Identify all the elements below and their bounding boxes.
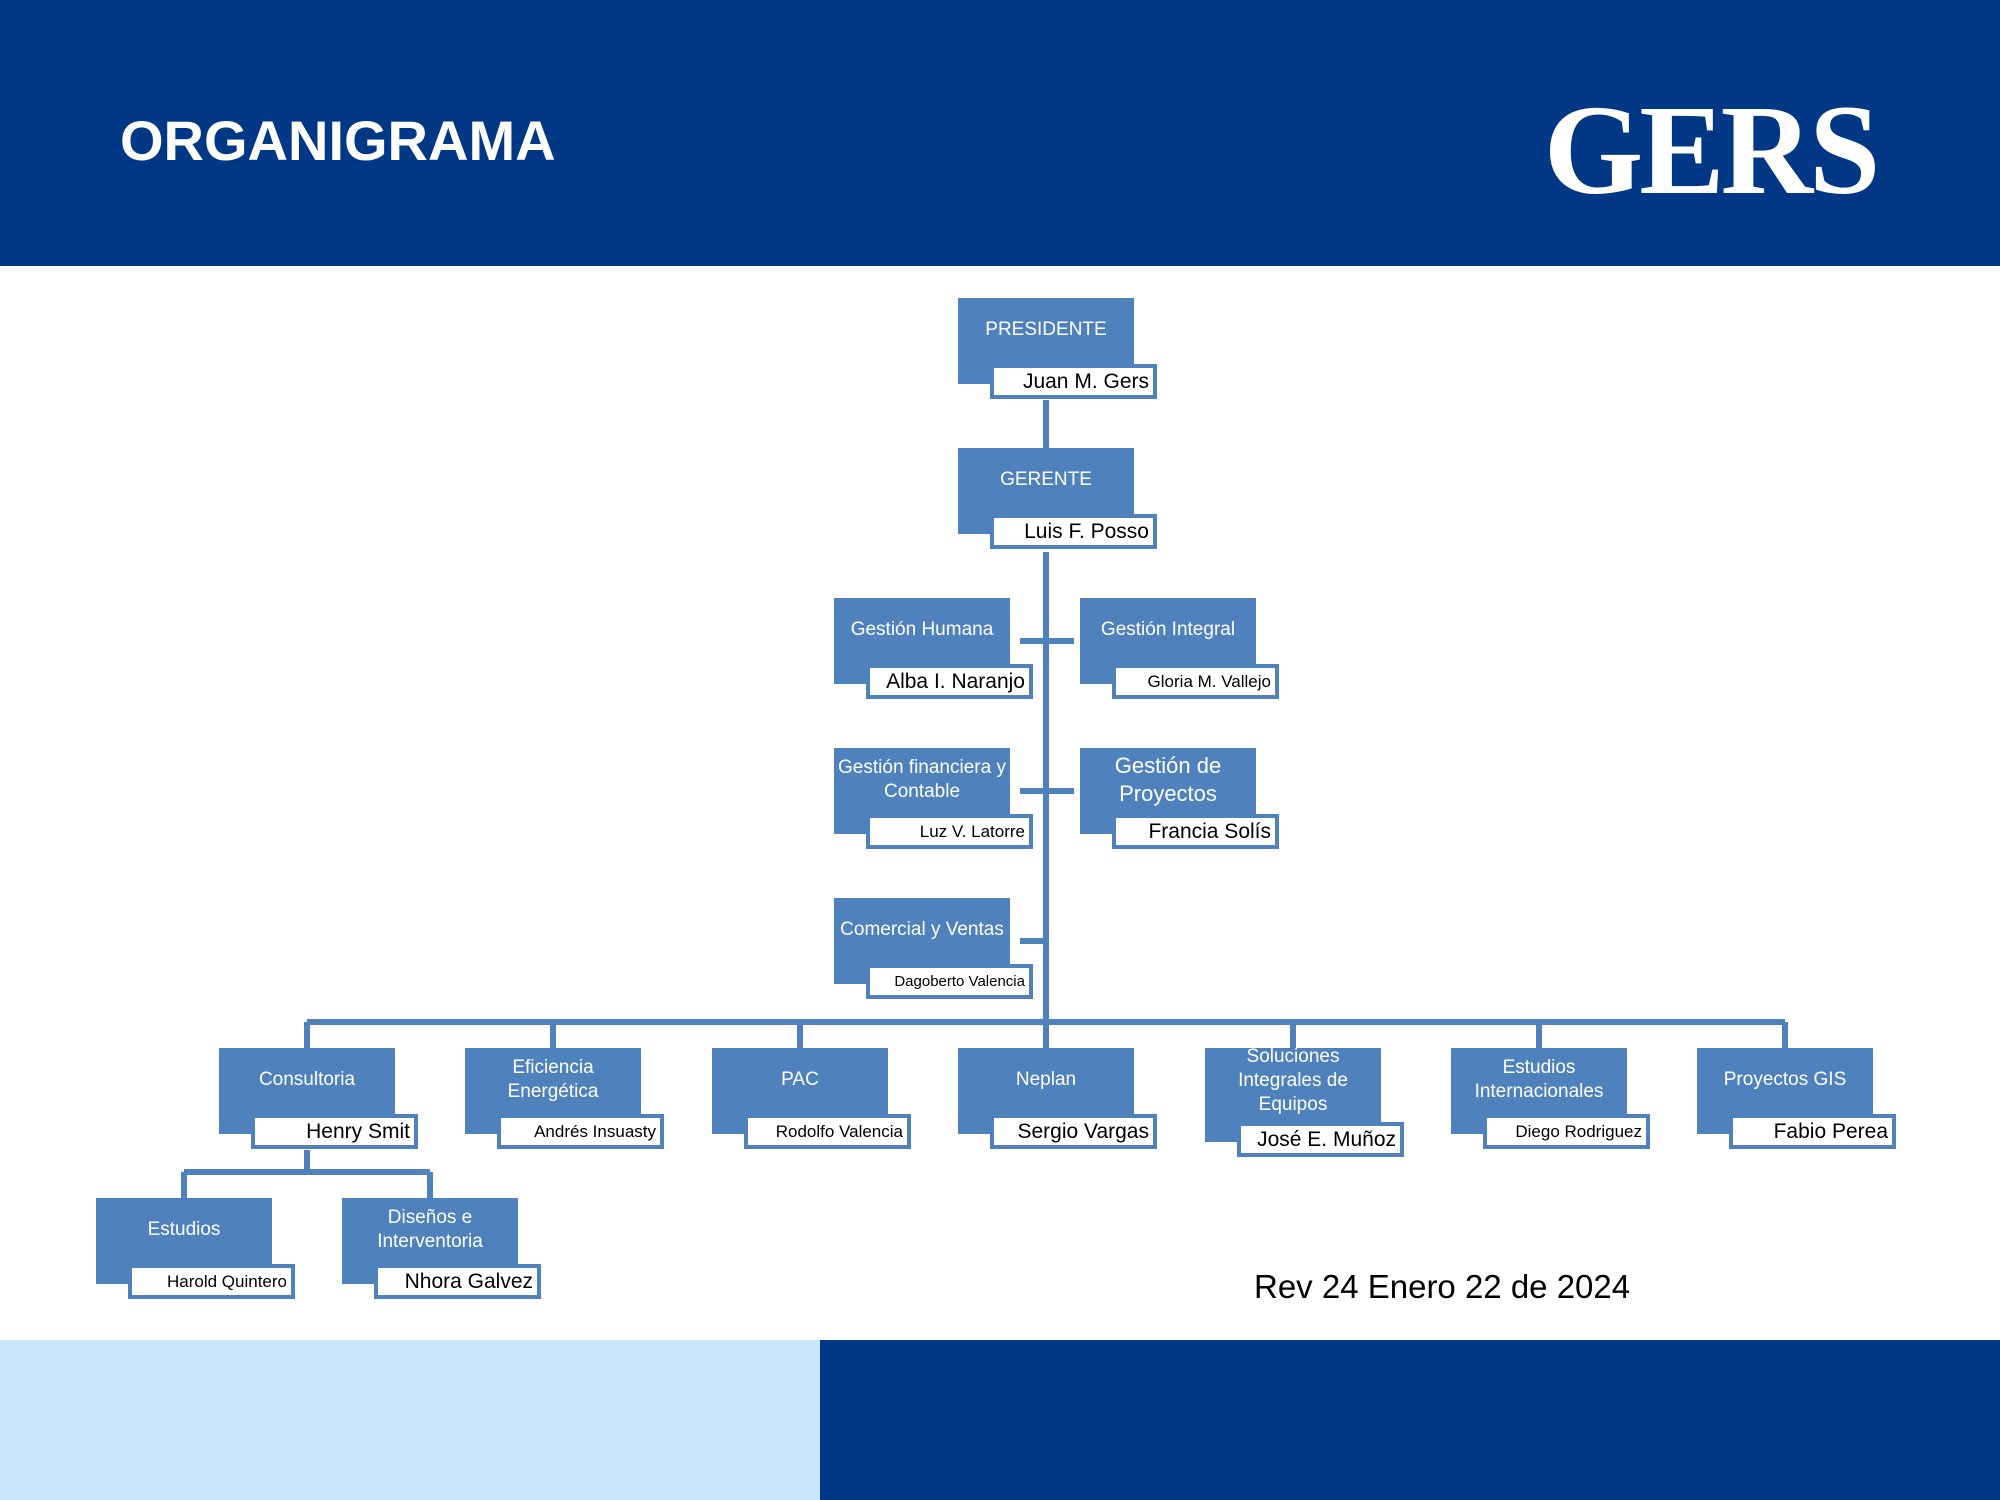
name-gestion-financiera: Luz V. Latorre [866, 814, 1033, 849]
name-comercial: Dagoberto Valencia [866, 964, 1033, 999]
name-gerente: Luis F. Posso [990, 514, 1157, 549]
page-title: ORGANIGRAMA [120, 109, 556, 172]
header-banner: ORGANIGRAMA GERS [0, 0, 2000, 266]
revision-label: Rev 24 Enero 22 de 2024 [1254, 1268, 1631, 1305]
name-estudios: Harold Quintero [128, 1264, 295, 1299]
name-gestion-humana: Alba I. Naranjo [866, 664, 1033, 699]
name-neplan: Sergio Vargas [990, 1114, 1157, 1149]
gers-logo: GERS [1544, 79, 1881, 218]
name-consultoria: Henry Smit [251, 1114, 418, 1149]
name-soluciones: José E. Muñoz [1237, 1122, 1404, 1157]
footer-band-dark [820, 1340, 2000, 1500]
name-presidente: Juan M. Gers [990, 364, 1157, 399]
name-eficiencia: Andrés Insuasty [497, 1114, 664, 1149]
name-gestion-integral: Gloria M. Vallejo [1112, 664, 1279, 699]
logo-text: GERS [1544, 79, 1877, 218]
name-disenos: Nhora Galvez [374, 1264, 541, 1299]
name-gestion-proyectos: Francia Solís [1112, 814, 1279, 849]
footer-band-light [0, 1340, 820, 1500]
name-internacionales: Diego Rodriguez [1483, 1114, 1650, 1149]
name-gis: Fabio Perea [1729, 1114, 1896, 1149]
name-pac: Rodolfo Valencia [744, 1114, 911, 1149]
